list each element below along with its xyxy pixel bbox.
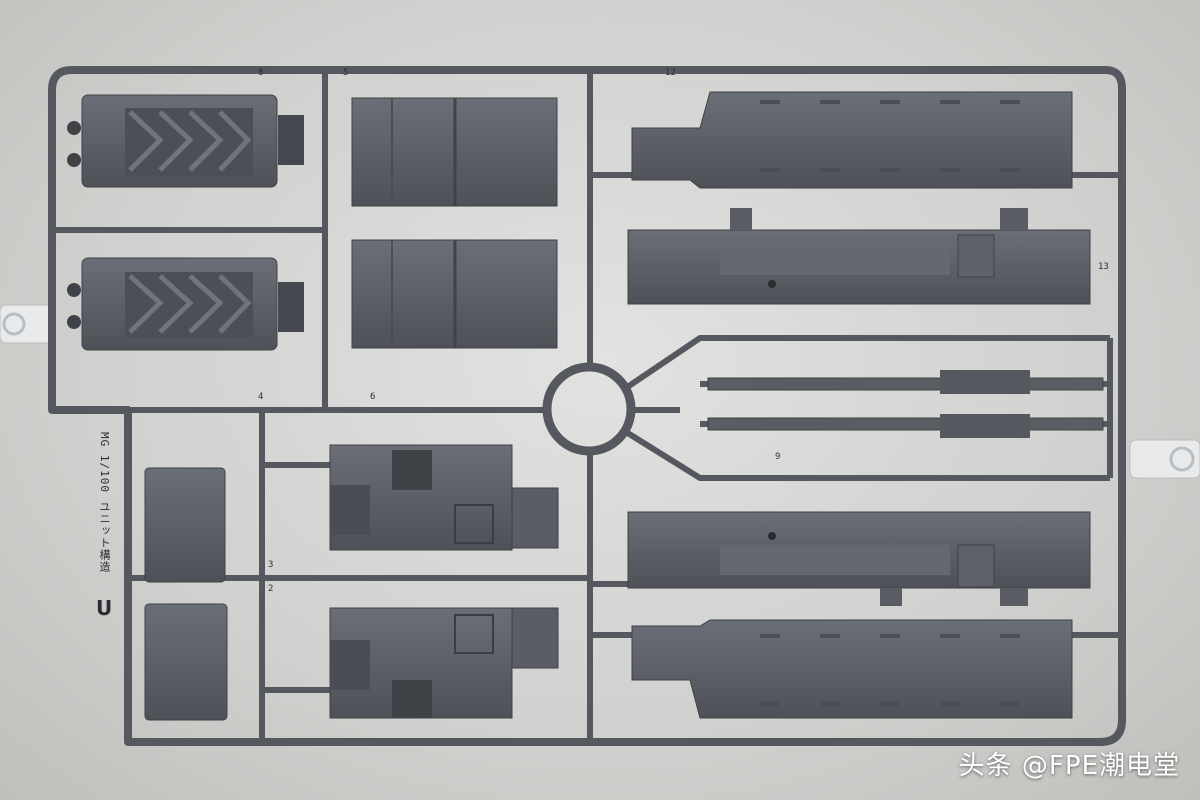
gate-number: 6 bbox=[370, 392, 376, 402]
part-vent-block-upper bbox=[67, 94, 304, 188]
part-rod-1 bbox=[707, 370, 1104, 394]
gate-number: 4 bbox=[258, 392, 264, 402]
part-box-lower bbox=[351, 239, 558, 349]
gate-number: 2 bbox=[268, 584, 274, 594]
part-box-upper bbox=[351, 97, 558, 207]
gate-number: 9 bbox=[775, 452, 781, 462]
sprue-code-label: MG 1/100 ユニット構造 bbox=[98, 432, 111, 573]
part-rod-2 bbox=[707, 414, 1104, 438]
sprue-letter: U bbox=[96, 596, 113, 620]
watermark: 头条 @FPE潮电堂 bbox=[958, 751, 1180, 781]
clear-connector-left bbox=[0, 304, 56, 344]
gate-number: 3 bbox=[268, 560, 274, 570]
outer-frame bbox=[48, 66, 1126, 746]
gate-number: 12 bbox=[665, 68, 676, 78]
gate-number: 13 bbox=[1098, 262, 1109, 272]
part-rail-4 bbox=[631, 619, 1073, 719]
part-housing-lower bbox=[329, 607, 559, 719]
part-housing-upper bbox=[329, 444, 559, 551]
part-vent-block-lower bbox=[67, 257, 304, 351]
gate-number: 5 bbox=[343, 68, 349, 78]
part-rail-2 bbox=[627, 208, 1091, 305]
gate-number: 8 bbox=[258, 68, 264, 78]
part-rail-1 bbox=[631, 91, 1073, 189]
part-rail-3 bbox=[627, 511, 1091, 606]
clear-connector-right bbox=[1129, 439, 1200, 479]
center-ring bbox=[542, 362, 636, 456]
part-plate-lower bbox=[144, 603, 228, 721]
part-plate-upper bbox=[144, 467, 226, 583]
